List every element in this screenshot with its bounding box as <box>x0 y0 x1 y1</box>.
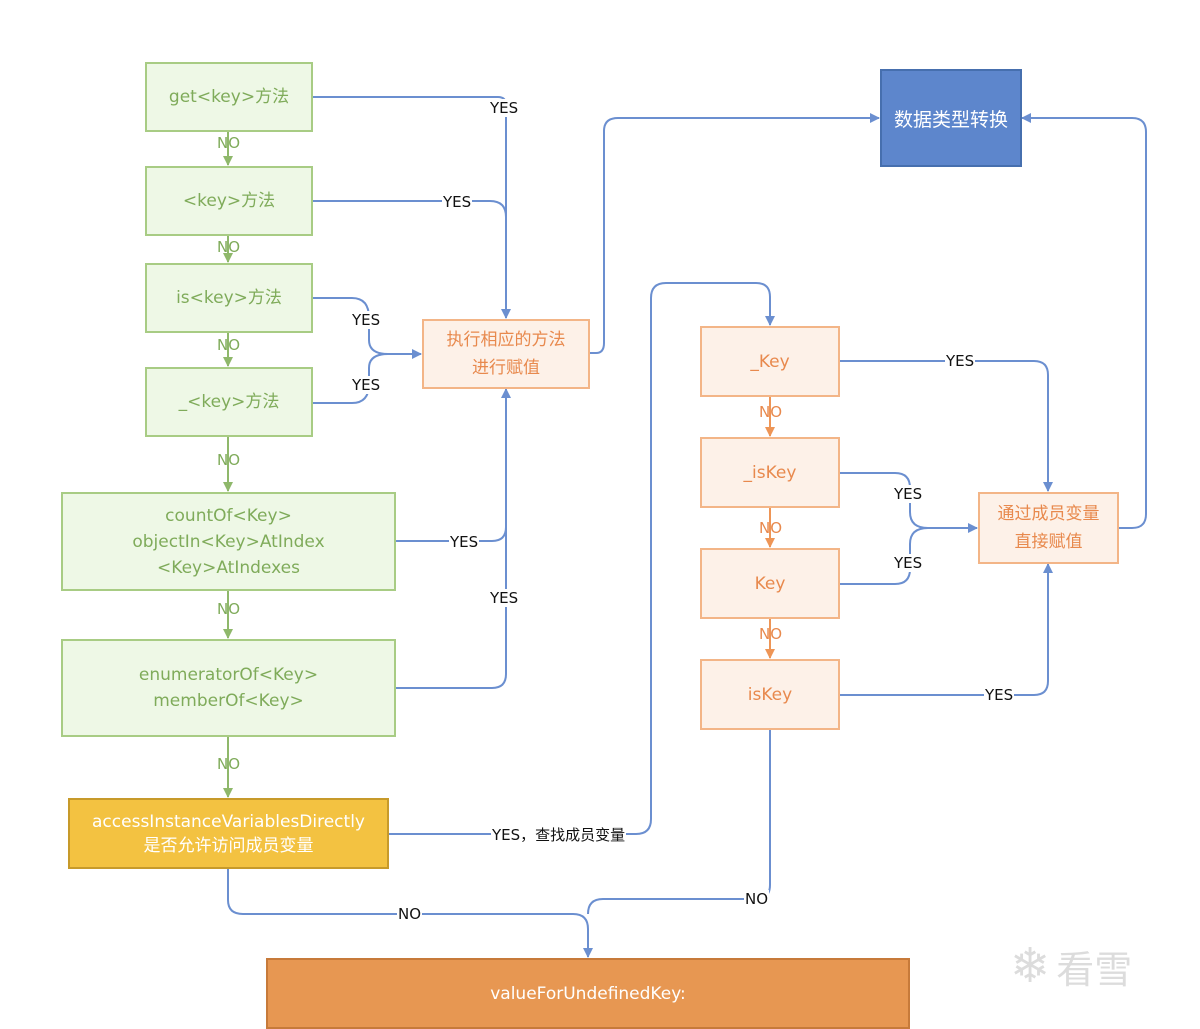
is-key-method-box: is<key>方法 <box>145 263 313 333</box>
countof-line-3: <Key>AtIndexes <box>157 557 300 578</box>
no-label-4: NO <box>217 451 241 469</box>
no-label-3: NO <box>217 336 241 354</box>
no-label-iskey-bottom: NO <box>744 890 770 908</box>
data-conversion-box: 数据类型转换 <box>880 69 1022 167</box>
no-label-access: NO <box>397 905 423 923</box>
ivar-iskey-label: isKey <box>747 684 793 705</box>
ivar-underscore-iskey-box: _isKey <box>700 437 840 508</box>
connector-iskey-no <box>587 730 771 915</box>
execute-method-line-1: 执行相应的方法 <box>446 330 566 350</box>
no-label-1: NO <box>217 134 241 152</box>
enumeratorof-line-1: enumeratorOf<Key> <box>138 665 319 685</box>
yes-label-key: YES <box>442 193 473 211</box>
watermark: ❄ 看雪 <box>1010 938 1132 994</box>
get-key-method-label: get<key>方法 <box>168 87 290 107</box>
access-ivars-line-1: accessInstanceVariablesDirectly <box>92 811 365 832</box>
connector-ukey-yes <box>840 360 1053 492</box>
no-label-5: NO <box>217 600 241 618</box>
connector-access-yes-search <box>389 282 775 835</box>
enumeratorof-line-2: memberOf<Key> <box>153 691 304 711</box>
undefined-key-label: valueForUndefinedKey: <box>490 983 686 1004</box>
no-label-ivar-3: NO <box>759 625 783 643</box>
is-key-method-label: is<key>方法 <box>176 288 282 308</box>
no-label-ivar-1: NO <box>759 403 783 421</box>
connector-assign-to-conversion <box>1021 113 1147 529</box>
underscore-key-method-label: _<key>方法 <box>178 392 280 412</box>
access-ivars-line-2: 是否允许访问成员变量 <box>143 835 314 856</box>
ivar-key-box: Key <box>700 548 840 619</box>
member-assign-line-1: 通过成员变量 <box>997 504 1100 524</box>
underscore-key-method-box: _<key>方法 <box>145 367 313 437</box>
ivar-underscore-iskey-label: _isKey <box>743 462 797 483</box>
enumeratorof-box: enumeratorOf<Key> memberOf<Key> <box>61 639 396 737</box>
execute-method-box: 执行相应的方法 进行赋值 <box>422 319 590 389</box>
yes-label-ukey: YES <box>945 352 976 370</box>
yes-label-uiskey: YES <box>893 485 924 503</box>
yes-label-enumerator: YES <box>489 589 520 607</box>
ivar-key-label: Key <box>754 573 786 594</box>
connector-countof-yes <box>396 388 511 542</box>
yes-label-iskey: YES <box>984 686 1015 704</box>
member-assign-box: 通过成员变量 直接赋值 <box>978 492 1119 564</box>
connector-iskey-yes <box>840 563 1053 696</box>
ivar-iskey-box: isKey <box>700 659 840 730</box>
access-ivars-box: accessInstanceVariablesDirectly 是否允许访问成员… <box>68 798 389 869</box>
yes-search-label: YES，查找成员变量 <box>491 826 627 844</box>
yes-label-underscore: YES <box>351 376 382 394</box>
connector-is-yes <box>313 297 422 359</box>
member-assign-line-2: 直接赋值 <box>1014 532 1083 552</box>
yes-label-is: YES <box>351 311 382 329</box>
countof-line-1: countOf<Key> <box>165 505 292 526</box>
no-label-ivar-2: NO <box>759 519 783 537</box>
countof-line-2: objectIn<Key>AtIndex <box>132 531 325 552</box>
no-label-2: NO <box>217 238 241 256</box>
yes-label-countof: YES <box>449 533 480 551</box>
data-conversion-label: 数据类型转换 <box>893 108 1008 131</box>
yes-label-ivar-key: YES <box>893 554 924 572</box>
execute-method-line-2: 进行赋值 <box>472 358 540 378</box>
connector-execute-to-conversion <box>590 113 880 354</box>
key-method-box: <key>方法 <box>145 166 313 236</box>
connector-enumerator-yes <box>396 520 507 689</box>
connector-key-yes <box>313 200 507 318</box>
watermark-text: 看雪 <box>1056 947 1133 992</box>
connector-get-yes <box>313 96 511 319</box>
countof-box: countOf<Key> objectIn<Key>AtIndex <Key>A… <box>61 492 396 591</box>
ivar-underscore-key-label: _Key <box>750 351 790 372</box>
yes-label-get: YES <box>489 99 520 117</box>
snowflake-icon: ❄ <box>1010 938 1051 994</box>
get-key-method-box: get<key>方法 <box>145 62 313 132</box>
no-label-6: NO <box>217 755 241 773</box>
ivar-underscore-key-box: _Key <box>700 326 840 397</box>
undefined-key-box: valueForUndefinedKey: <box>266 958 910 1029</box>
key-method-label: <key>方法 <box>182 191 276 211</box>
